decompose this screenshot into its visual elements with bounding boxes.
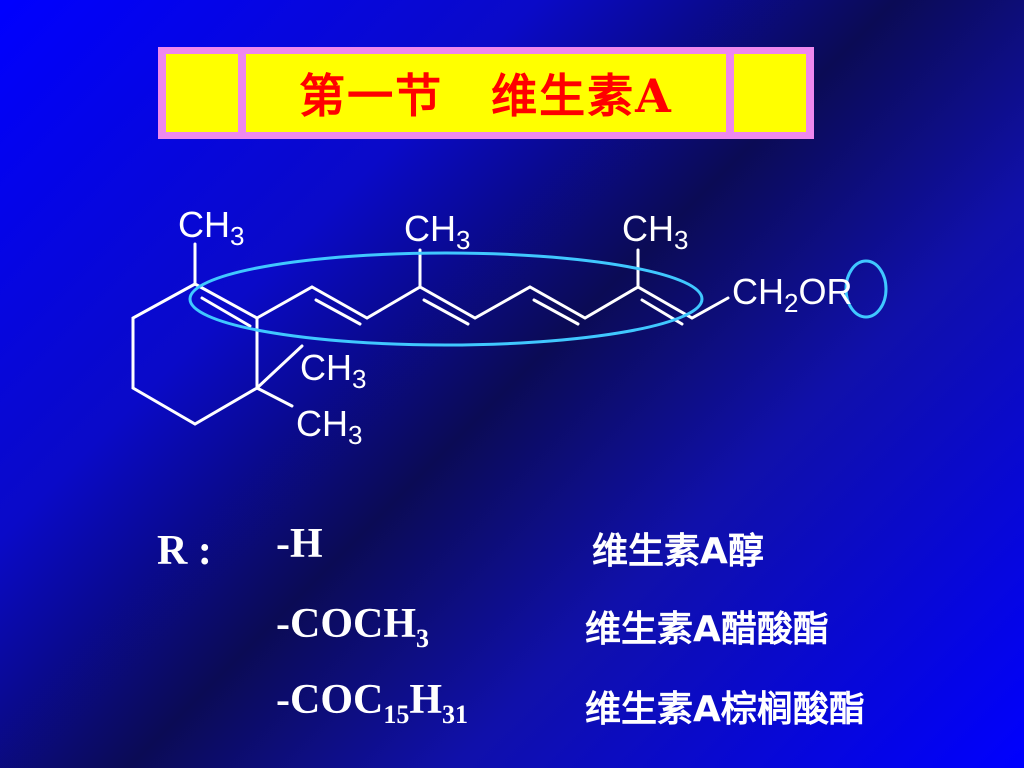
name-vitamin-a-palmitate: 维生素A棕榈酸酯 [585, 689, 865, 730]
ch3-label-top-left: CH3 [178, 204, 244, 251]
slide-title: 第一节 维生素A [299, 69, 673, 123]
polyene-chain [255, 285, 730, 320]
polyene-highlight-ellipse [188, 251, 704, 347]
name-vitamin-a-acetate: 维生素A醋酸酯 [585, 609, 829, 650]
ch3-label-ring-lower: CH3 [296, 403, 362, 450]
ch3-label-ring-upper: CH3 [300, 347, 366, 394]
chain-double-bond-3 [532, 298, 580, 326]
gem-methyl-bond-lower [255, 386, 294, 408]
ring-bonds [131, 282, 259, 426]
r-group-label: R : [157, 528, 212, 574]
ring-double-bond [200, 296, 252, 328]
title-decor-right [734, 54, 806, 132]
r-formula-acetyl: -COCH3 [276, 601, 429, 653]
ch3-label-top-right: CH3 [622, 208, 688, 255]
chain-double-bond-2 [422, 298, 470, 326]
ch3-label-top-mid: CH3 [404, 208, 470, 255]
name-vitamin-a-alcohol: 维生素A醇 [592, 531, 764, 572]
title-box: 第一节 维生素A [246, 54, 726, 132]
structure-bonds [131, 242, 730, 426]
ch2or-label: CH2OR [732, 271, 852, 318]
r-formula-palmitoyl: -COC15H31 [276, 677, 468, 729]
chain-double-bond-1 [314, 298, 362, 326]
r-formula-h: -H [276, 521, 323, 567]
title-banner: 第一节 维生素A [158, 47, 814, 139]
gem-methyl-bond-upper [255, 344, 304, 390]
r-highlight-circle [844, 259, 888, 319]
title-decor-left [166, 54, 238, 132]
